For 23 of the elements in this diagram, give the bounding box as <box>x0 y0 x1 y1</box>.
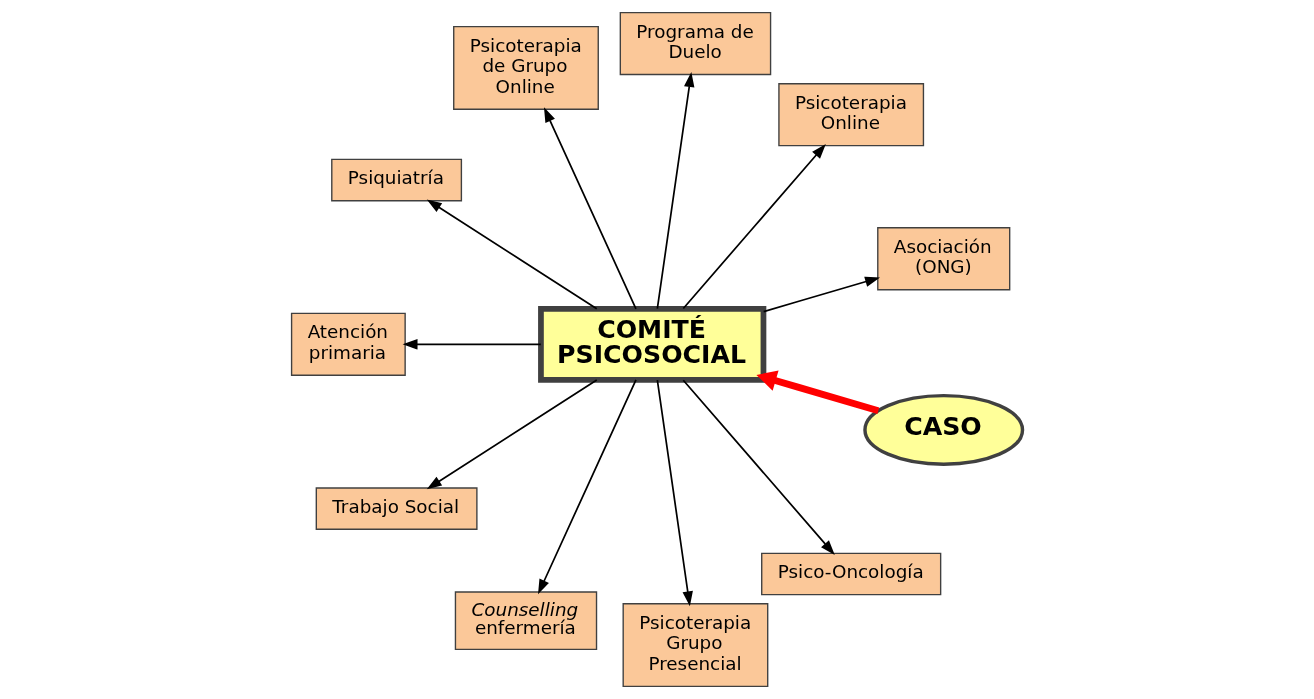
arrow <box>656 379 693 607</box>
node-box: COMITÉ PSICOSOCIAL <box>538 305 767 383</box>
arrow <box>426 199 598 310</box>
node-box: Psicoterapia Online <box>778 83 925 147</box>
node-box: Programa de Duelo <box>619 11 772 76</box>
arrow <box>756 370 880 415</box>
arrow <box>543 107 637 310</box>
arrow <box>656 72 695 310</box>
arrow <box>426 379 598 490</box>
node-box: Psicoterapia de Grupo Online <box>453 25 599 110</box>
node-box: Psicoterapia Grupo Presencial <box>622 603 769 688</box>
node-box: Atención primaria <box>290 312 406 376</box>
arrow <box>762 276 880 313</box>
node-box: Counselling enfermería <box>454 591 598 651</box>
node-box: Psico-Oncología <box>761 552 942 596</box>
node-box: Psiquiatría <box>331 158 463 202</box>
node-ellipse: CASO <box>863 393 1025 466</box>
arrow <box>682 143 826 310</box>
arrow <box>538 379 637 595</box>
node-box: Trabajo Social <box>315 487 478 530</box>
arrow <box>682 379 835 556</box>
arrow <box>402 339 542 350</box>
node-box: Asociación (ONG) <box>877 227 1011 291</box>
